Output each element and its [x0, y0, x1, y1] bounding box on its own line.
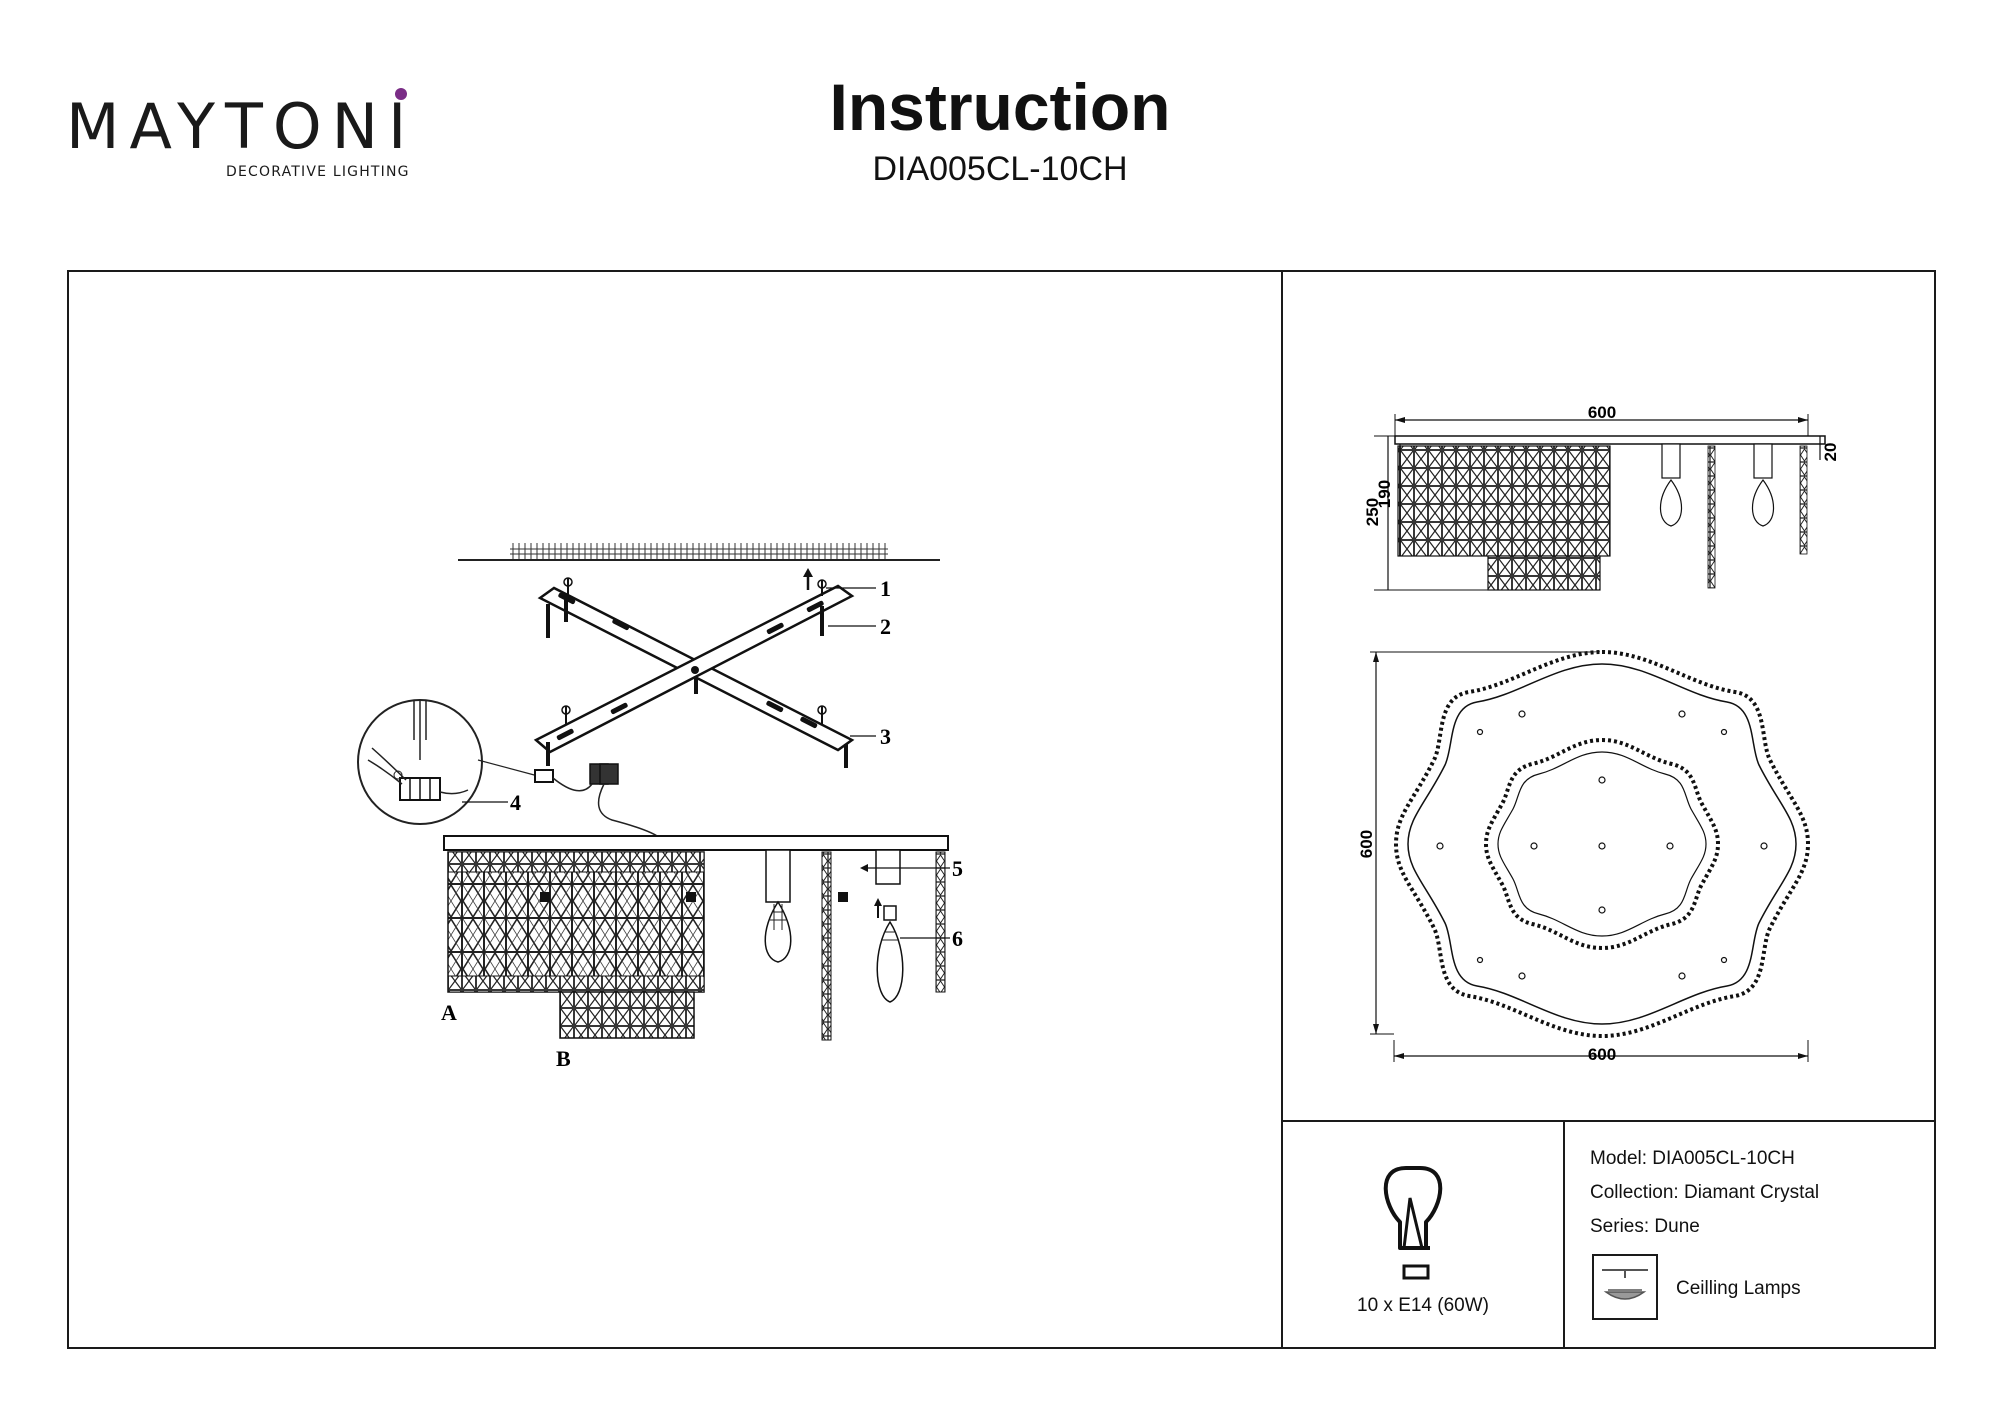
canopy-plate	[443, 835, 949, 851]
callout-3: 3	[880, 724, 891, 749]
bulb-holder-right	[874, 849, 904, 1003]
callout-6: 6	[952, 926, 963, 951]
callout-5: 5	[952, 856, 963, 881]
crystal-block-a	[447, 851, 705, 993]
frame-divider-horizontal	[1281, 1120, 1936, 1122]
callout-4: 4	[510, 790, 521, 815]
category-label: Ceilling Lamps	[1676, 1278, 1801, 1299]
model-code: DIA005CL-10CH	[872, 150, 1128, 188]
bulb-icon	[1383, 1166, 1443, 1280]
crystal-block-b	[559, 991, 695, 1039]
cross-bracket	[533, 568, 855, 768]
crystal-strand-1	[821, 851, 832, 1041]
wiring-detail: 4	[357, 699, 661, 839]
side-view-drawing: 600 250 190 20	[1363, 403, 1840, 591]
spec-collection: Collection: Diamant Crystal	[1590, 1182, 1820, 1203]
page-title: Instruction	[829, 70, 1171, 144]
ceiling-lamp-icon	[1592, 1254, 1658, 1320]
brand-tagline: DECORATIVE LIGHTING	[226, 164, 410, 180]
plan-mount-points	[1436, 710, 1768, 980]
crystal-strand-2	[935, 851, 946, 993]
logo-accent-dot	[395, 88, 407, 100]
dim-plan-height: 600	[1357, 830, 1376, 858]
dim-side-width: 600	[1588, 403, 1616, 422]
brand-name: MAYTONI	[66, 90, 417, 163]
callout-2: 2	[880, 614, 891, 639]
bulb-spec: 10 x E14 (60W)	[1357, 1295, 1489, 1316]
spec-series: Series: Dune	[1590, 1216, 1700, 1237]
dim-side-height-total: 250	[1363, 498, 1382, 526]
part-label-a: A	[441, 1000, 457, 1025]
callout-1: 1	[880, 576, 891, 601]
spec-divider-vertical	[1563, 1120, 1565, 1349]
dim-side-height-body: 190	[1375, 480, 1394, 508]
plan-view-drawing: 600 600	[1357, 649, 1811, 1064]
ceiling-hatch	[510, 543, 888, 559]
brand-logo: MAYTONI DECORATIVE LIGHTING	[66, 88, 417, 180]
part-label-b: B	[556, 1046, 571, 1071]
dim-side-top-plate: 20	[1821, 443, 1840, 462]
bulb-holder-left	[764, 849, 792, 963]
inner-crystal-ring	[1483, 737, 1721, 951]
assembly-diagram: 1 2 3 4	[357, 543, 963, 1071]
dim-plan-width: 600	[1588, 1045, 1616, 1064]
instruction-frame	[67, 270, 1936, 1349]
frame-divider-vertical	[1281, 270, 1283, 1349]
spec-model: Model: DIA005CL-10CH	[1590, 1148, 1795, 1169]
